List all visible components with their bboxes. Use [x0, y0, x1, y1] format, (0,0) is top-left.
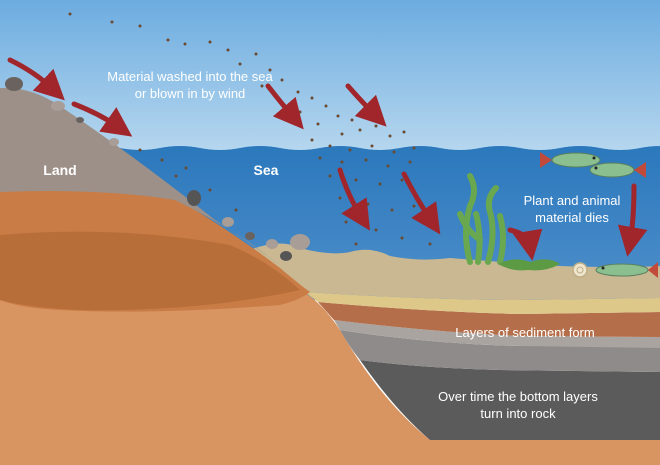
- pebble: [76, 117, 84, 123]
- arrow-wind-2: [345, 83, 387, 127]
- sediment-layers-label: Layers of sediment form: [455, 325, 595, 340]
- bottom-layers-rock-label: Over time the bottom layers turn into ro…: [438, 389, 598, 421]
- pebble: [5, 77, 23, 91]
- land-surface: [0, 87, 280, 267]
- rock-layer: [360, 360, 660, 440]
- bedrock: [0, 290, 660, 465]
- arrow-fish-dies: [617, 183, 648, 257]
- arrow-wind-1: [265, 83, 304, 130]
- land-label: Land: [43, 162, 77, 178]
- arrow-land-1: [7, 57, 65, 101]
- pebble: [266, 239, 278, 249]
- arrows: [7, 57, 648, 261]
- pebble: [280, 251, 292, 261]
- seaweed: [457, 173, 506, 265]
- land-soil-shadow: [0, 231, 300, 311]
- fish-icon: [589, 162, 646, 178]
- sea-label: Sea: [253, 162, 279, 178]
- fish-icon: [540, 152, 601, 168]
- plant-animal-dies-label: Plant and animal material dies: [523, 193, 621, 225]
- sediment-sand-layer: [305, 292, 660, 314]
- dead-fish-icon: [595, 262, 658, 278]
- arrow-land-2: [71, 101, 133, 137]
- pebble: [51, 101, 65, 111]
- sediment-brown-layer: [318, 302, 660, 337]
- arrow-sink-2: [401, 171, 441, 235]
- pebble: [290, 234, 310, 250]
- sea-floor-sediment: [250, 243, 660, 300]
- sediment-grey-layer: [340, 330, 660, 372]
- dead-seaweed: [498, 259, 560, 271]
- pebble: [222, 217, 234, 227]
- material-washed-label: Material washed into the sea or blown in…: [107, 69, 273, 101]
- pebble: [109, 138, 119, 146]
- sediment-light-grey-layer: [334, 320, 660, 348]
- pebbles: [5, 77, 310, 261]
- pebble: [187, 190, 201, 206]
- arrow-plant-dies: [507, 227, 543, 261]
- pebble: [245, 232, 255, 240]
- arrow-sink-1: [337, 167, 371, 231]
- shell-icon: [572, 262, 588, 278]
